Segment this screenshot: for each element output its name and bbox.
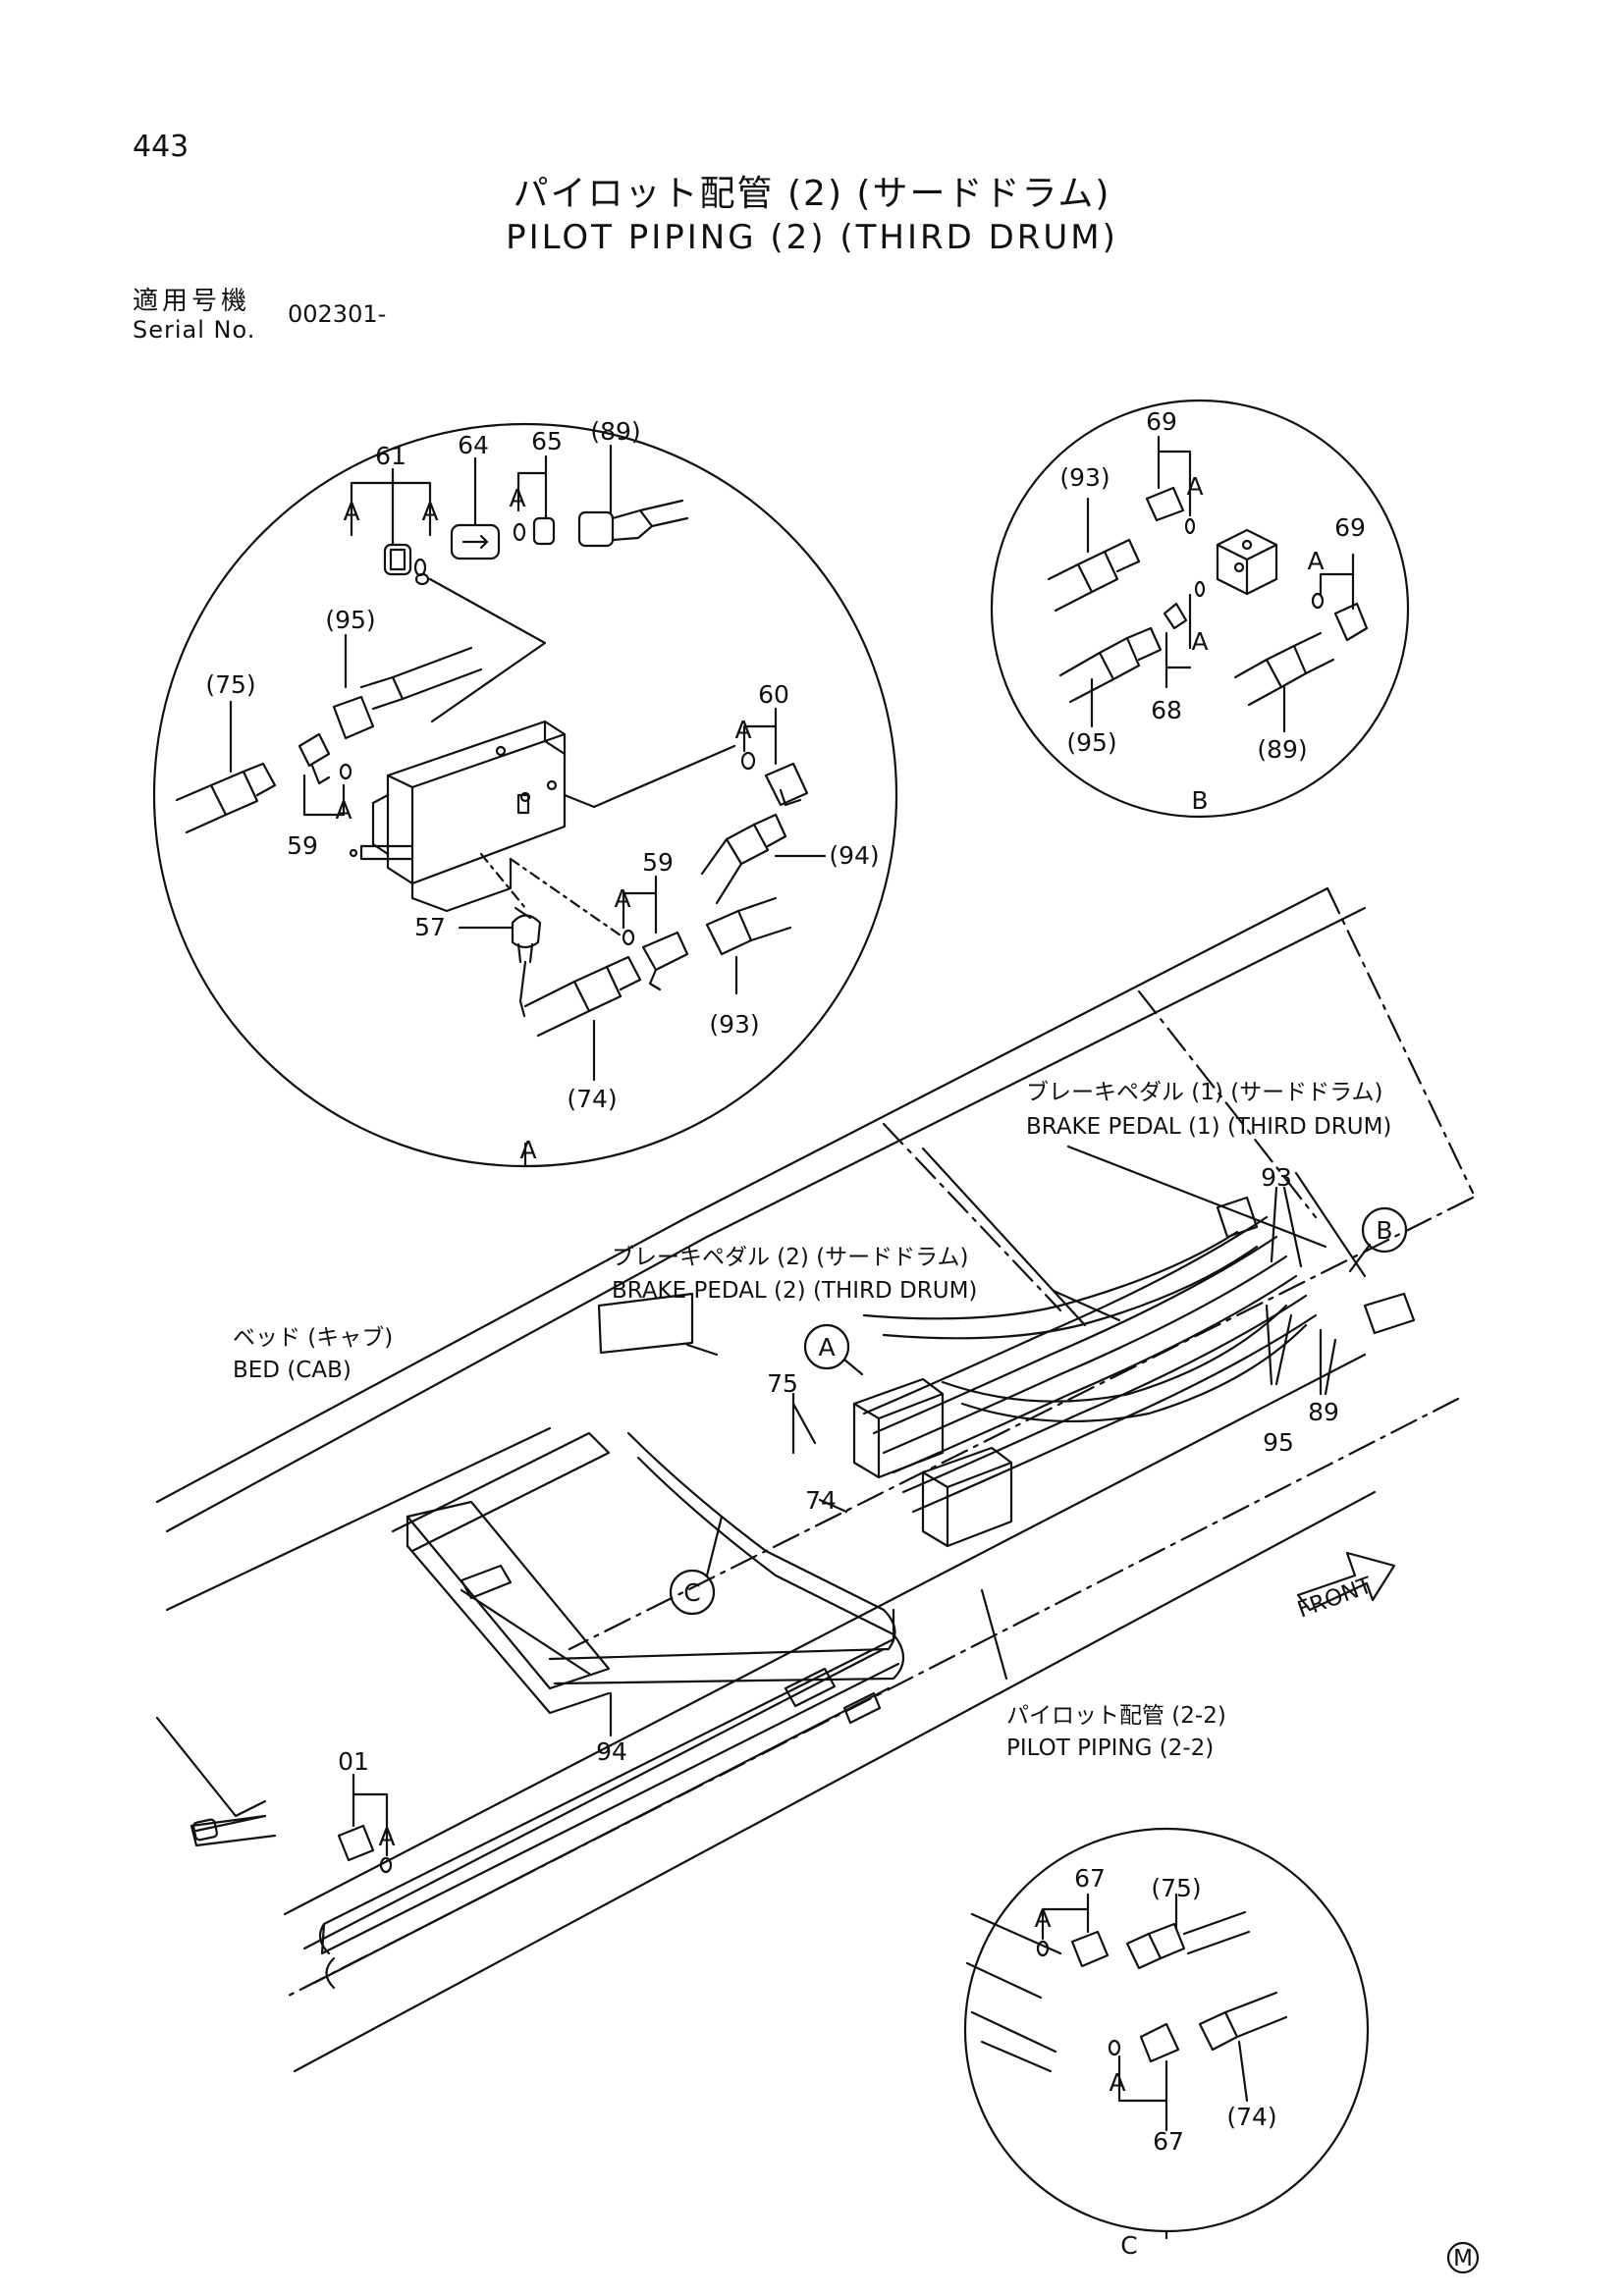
- corner-mark-circle: [1446, 2241, 1480, 2274]
- callout-75-a: (75): [205, 670, 255, 699]
- hose-94: [700, 813, 827, 905]
- o-ring-mark-c1: A: [1034, 1904, 1051, 1933]
- o-ring-mark-main: A: [378, 1823, 395, 1851]
- callout-68: 68: [1151, 696, 1182, 724]
- serial-number-value: 002301-: [288, 300, 387, 328]
- bed-jp-label: ベッド (キャブ): [233, 1325, 393, 1351]
- callout-57: 57: [414, 913, 446, 941]
- callout-75-main: 75: [767, 1369, 798, 1398]
- main-circle-c-letter: C: [683, 1578, 700, 1607]
- brake-pedal-1-en-label: BRAKE PEDAL (1) (THIRD DRUM): [1026, 1114, 1391, 1140]
- o-ring-mark-a2: A: [421, 498, 438, 526]
- detail-b-marker: B: [1191, 786, 1208, 815]
- callout-67-top: 67: [1074, 1864, 1106, 1893]
- callout-95-a: (95): [325, 606, 375, 634]
- main-view-labels: ブレーキペダル (1) (サードドラム) BRAKE PEDAL (1) (TH…: [233, 1080, 1473, 2271]
- callout-93-main: 93: [1261, 1163, 1292, 1192]
- callout-60: 60: [758, 680, 789, 709]
- hose-89-end: [577, 499, 689, 548]
- o-ring-mark-a4: A: [335, 796, 352, 825]
- detail-a: [152, 422, 898, 1168]
- callout-89-b: (89): [1257, 735, 1307, 764]
- o-ring-mark-a1: A: [343, 498, 359, 526]
- callout-95-b: (95): [1066, 728, 1116, 757]
- callout-67-bottom: 67: [1153, 2127, 1184, 2156]
- main-callout-circle-a: [803, 1323, 850, 1370]
- fitting-61: [383, 543, 430, 586]
- callout-61: 61: [375, 442, 406, 470]
- o-ring-mark-b1: A: [1186, 472, 1203, 501]
- pilot-piping-jp-label: パイロット配管 (2-2): [1006, 1703, 1226, 1729]
- detail-c: [963, 1827, 1370, 2240]
- callout-74-main: 74: [805, 1486, 837, 1515]
- main-assembly: [155, 886, 1480, 2274]
- detail-b-labels: 69 (93) 69 68 (95) (89) A A A B: [1059, 407, 1366, 815]
- callout-94-a: (94): [829, 841, 879, 870]
- callout-93-a: (93): [709, 1010, 759, 1039]
- callout-69-top: 69: [1146, 407, 1177, 436]
- o-ring-mark-a6: A: [614, 884, 630, 913]
- main-circle-b-letter: B: [1376, 1216, 1392, 1245]
- o-ring-mark-a5: A: [734, 716, 751, 744]
- pilot-piping-en-label: PILOT PIPING (2-2): [1006, 1735, 1214, 1761]
- brake-pedal-2-jp-label: ブレーキペダル (2) (サードドラム): [612, 1245, 968, 1270]
- callout-69-right: 69: [1334, 513, 1366, 542]
- callout-65: 65: [531, 427, 563, 455]
- elbow-59-bottom: [622, 875, 689, 991]
- callout-95-main: 95: [1263, 1428, 1294, 1457]
- page-title-english: PILOT PIPING (2) (THIRD DRUM): [506, 218, 1118, 257]
- adapter-65: [513, 516, 556, 546]
- detail-b: [990, 399, 1410, 819]
- elbow-60: [740, 707, 809, 807]
- o-ring-mark-c2: A: [1109, 2068, 1125, 2097]
- pressure-switch-57: [458, 906, 542, 1018]
- o-ring-mark-b2: A: [1307, 547, 1324, 575]
- brake-pedal-2-en-label: BRAKE PEDAL (2) (THIRD DRUM): [612, 1278, 977, 1304]
- callout-74-c: (74): [1226, 2103, 1276, 2131]
- o-ring-mark-a3: A: [509, 484, 525, 512]
- detail-b-circle: [990, 399, 1410, 819]
- front-label: FRONT: [1294, 1573, 1377, 1624]
- main-callout-circle-c: [669, 1569, 716, 1616]
- hose-74: [523, 955, 642, 1082]
- hose-75: [175, 700, 277, 834]
- elbow-59-left: [298, 732, 352, 817]
- o-ring-mark-b3: A: [1191, 627, 1208, 656]
- callout-74-a: (74): [567, 1085, 617, 1113]
- main-circle-a-letter: A: [818, 1333, 835, 1362]
- callout-89-main: 89: [1308, 1398, 1339, 1426]
- main-callout-circle-b: [1361, 1206, 1408, 1254]
- valve-block: [349, 720, 567, 913]
- callout-75-c: (75): [1151, 1874, 1201, 1902]
- hose-93: [705, 896, 792, 995]
- detail-a-marker: A: [519, 1136, 536, 1164]
- callout-94-main: 94: [596, 1737, 627, 1766]
- serial-label-english: Serial No.: [133, 316, 256, 344]
- check-valve-64: [450, 523, 501, 561]
- detail-c-marker: C: [1120, 2231, 1137, 2260]
- corner-mark-letter: M: [1453, 2246, 1473, 2271]
- callout-59-bottom: 59: [642, 848, 674, 877]
- callout-64: 64: [458, 431, 489, 459]
- detail-c-labels: 67 (75) 67 (74) A A C: [1034, 1864, 1276, 2260]
- hose-95: [332, 633, 483, 740]
- brake-pedal-1-jp-label: ブレーキペダル (1) (サードドラム): [1026, 1080, 1382, 1105]
- callout-59-left: 59: [287, 831, 318, 860]
- detail-a-labels: 61 64 65 (89) (95) (75) 60 59 59 (94) 57…: [205, 417, 879, 1164]
- callout-01-main: 01: [338, 1747, 369, 1776]
- front-arrow-icon: [1296, 1551, 1396, 1612]
- bed-en-label: BED (CAB): [233, 1358, 352, 1383]
- page-number: 443: [133, 130, 189, 164]
- page-title-japanese: パイロット配管 (2) (サードドラム): [513, 174, 1111, 214]
- serial-label-japanese: 適用号機: [133, 287, 251, 316]
- callout-89-a: (89): [590, 417, 640, 446]
- callout-93-b: (93): [1059, 463, 1110, 492]
